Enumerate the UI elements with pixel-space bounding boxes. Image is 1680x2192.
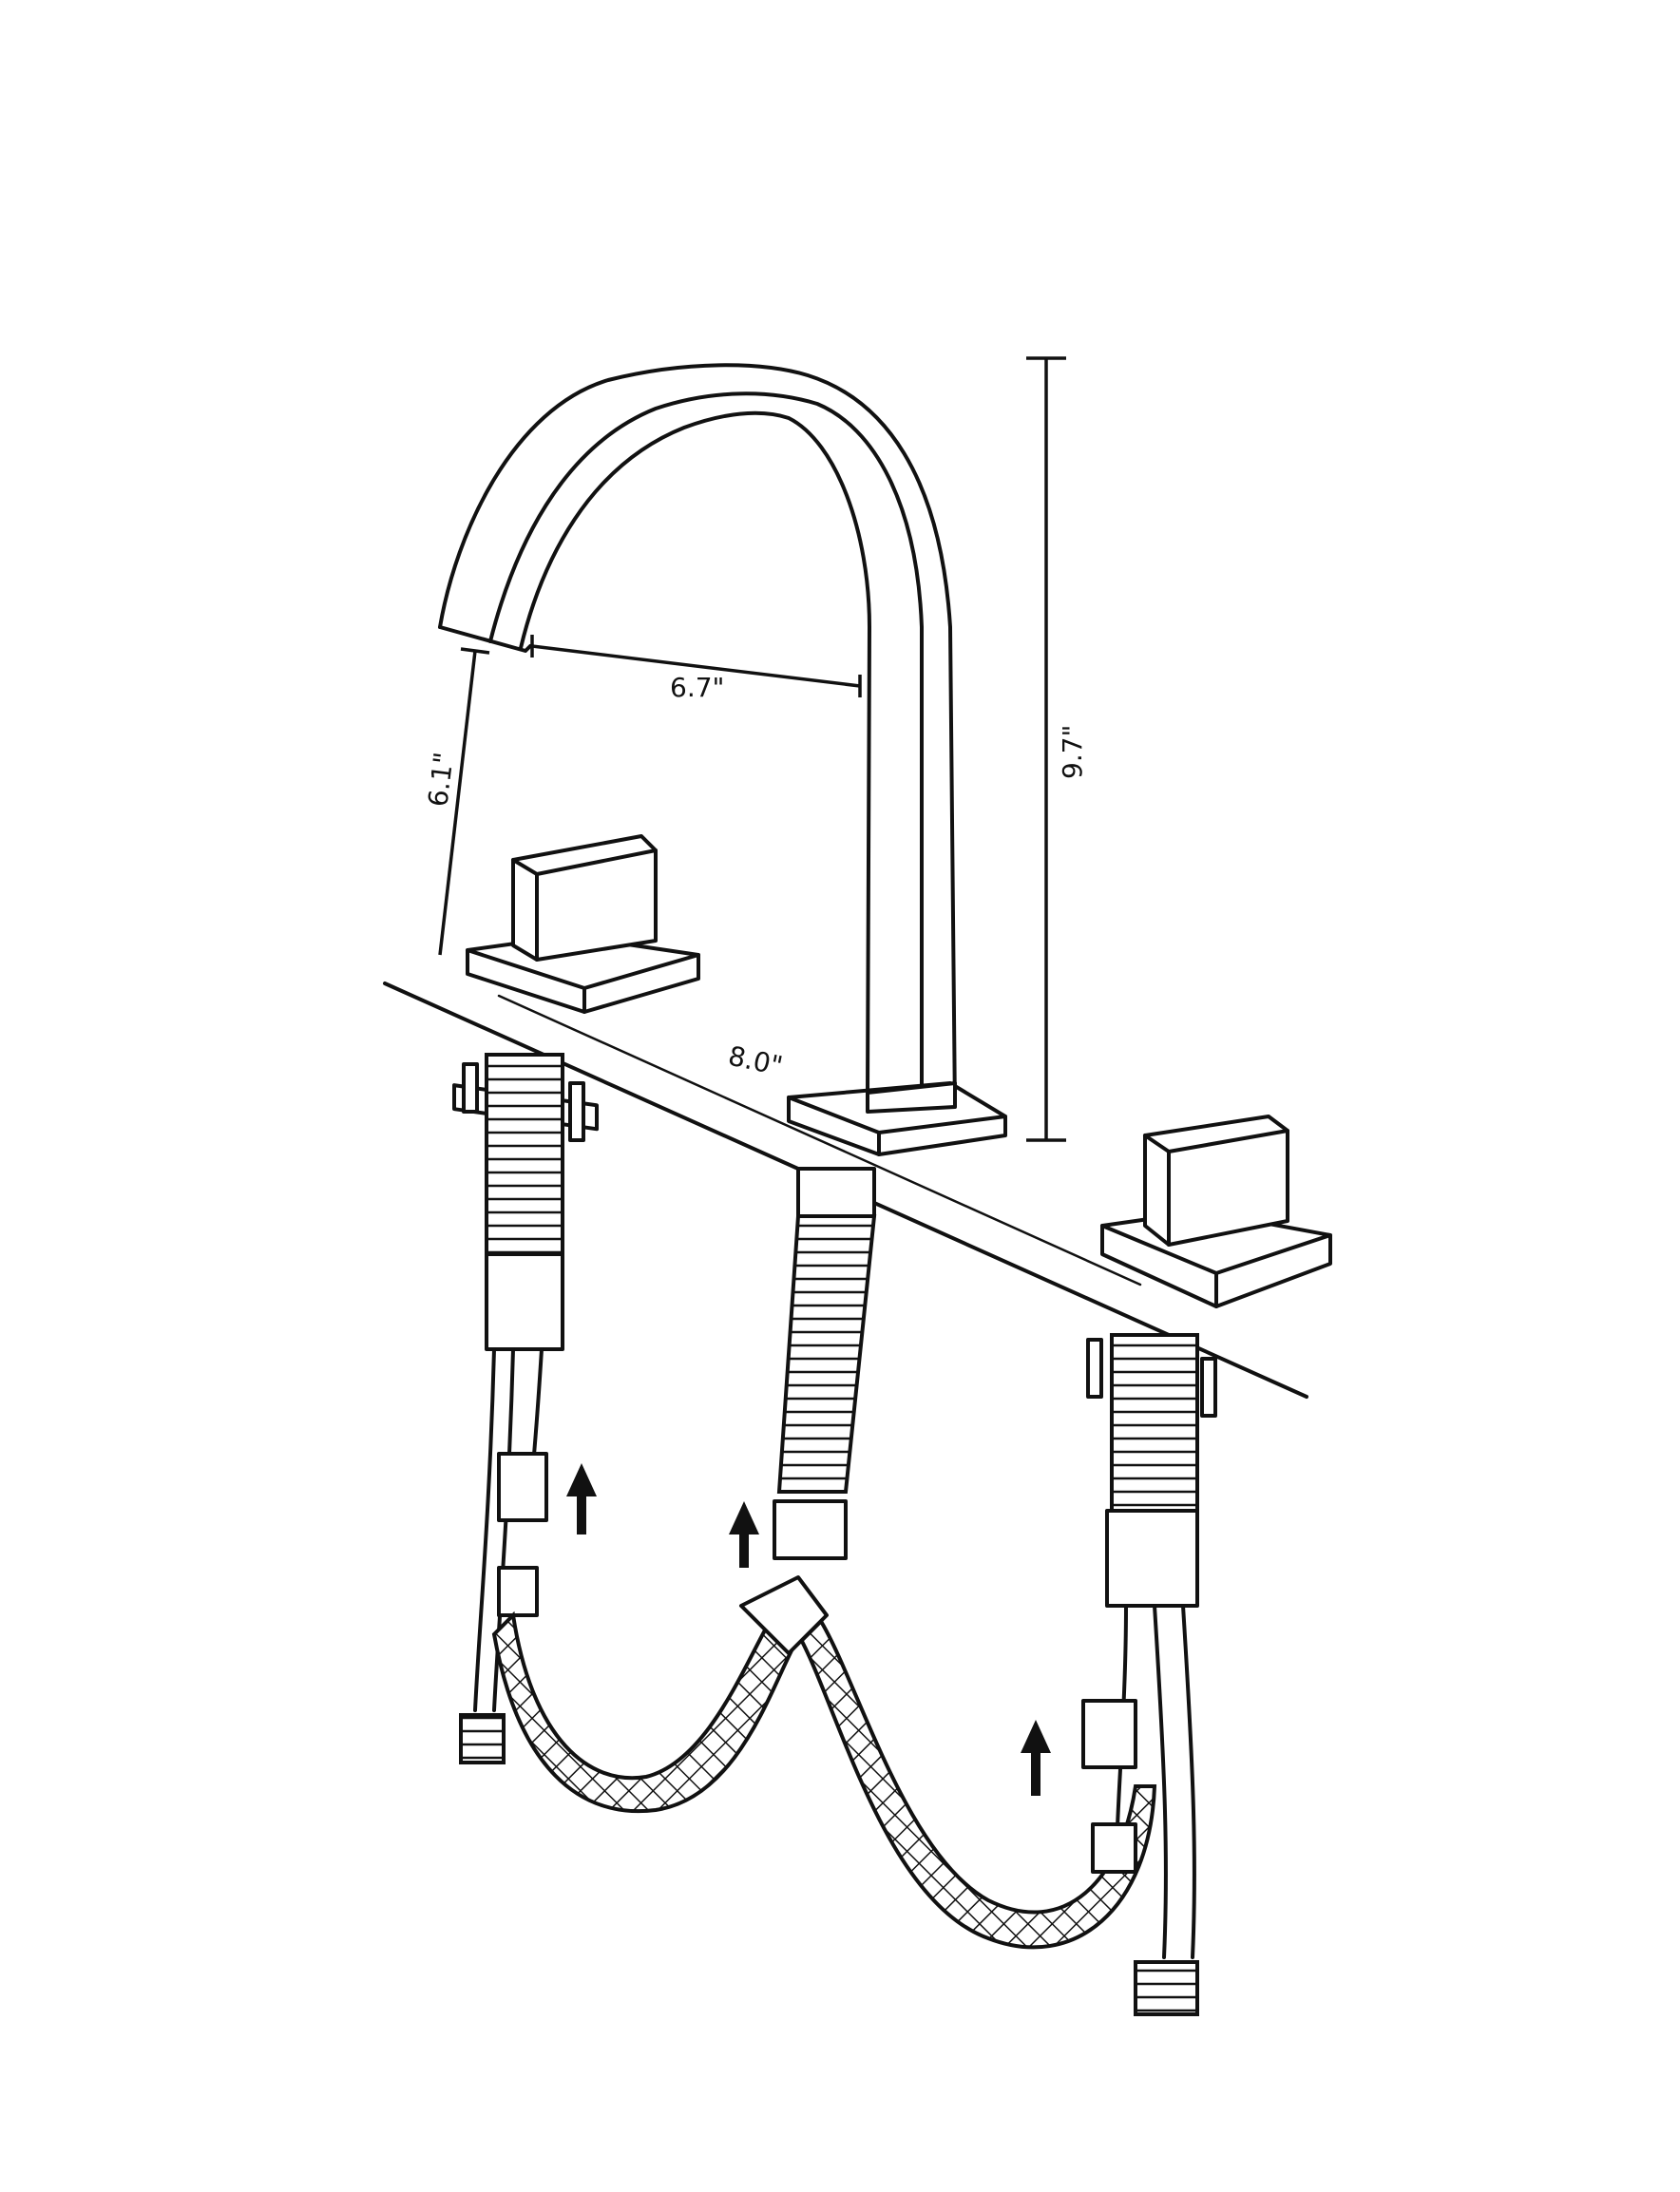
- dimension-spout-clearance: 6.1": [422, 647, 490, 956]
- label-handle-spacing: 8.0": [726, 1040, 786, 1082]
- spout-base: [787, 1081, 1007, 1156]
- left-valve-body: [485, 1053, 564, 1256]
- left-hose-nut: [497, 1452, 548, 1522]
- dimension-spout-reach: 6.7": [530, 635, 862, 703]
- spout-outer-edge: [438, 363, 957, 1114]
- center-valve-assembly: [773, 1167, 877, 1560]
- right-mount-bolt: [1086, 1338, 1103, 1399]
- left-hose-nut-2: [497, 1566, 539, 1617]
- label-spout-reach: 6.7": [670, 672, 724, 703]
- spout-inner-edge: [519, 410, 871, 1095]
- left-supply-connector: [459, 1713, 506, 1764]
- right-valve-sleeve: [1105, 1509, 1199, 1608]
- center-hose-nut: [773, 1499, 848, 1560]
- flow-arrow-center: [729, 1501, 759, 1568]
- left-valve-assembly: [452, 1053, 599, 1764]
- right-braided-hose: [795, 1611, 1157, 1950]
- center-mount-nut: [796, 1167, 876, 1218]
- right-hose-nut: [1081, 1699, 1137, 1769]
- right-valve-assembly: [1081, 1333, 1217, 2016]
- label-overall-height: 9.7": [1057, 725, 1088, 779]
- spout-mid-edge: [488, 391, 924, 1118]
- left-mount-bolt-2: [568, 1081, 585, 1142]
- dimension-handle-spacing: 8.0": [497, 994, 1142, 1287]
- center-riser: [776, 1214, 877, 1494]
- label-spout-clearance: 6.1": [422, 751, 460, 809]
- left-braided-hose: [491, 1593, 811, 1814]
- tee-connector: [739, 1575, 829, 1655]
- flow-arrow-right: [1021, 1720, 1051, 1796]
- right-handle: [1100, 1115, 1332, 1308]
- right-hose-nut-2: [1091, 1822, 1137, 1874]
- spout: [438, 363, 957, 1118]
- left-handle: [466, 834, 700, 1014]
- right-supply-connector: [1134, 1960, 1199, 2016]
- left-valve-sleeve: [485, 1252, 564, 1351]
- left-mount-bolt: [462, 1062, 479, 1114]
- spout-tip: [438, 625, 532, 653]
- right-mount-bolt-2: [1200, 1357, 1217, 1418]
- flow-arrow-left: [566, 1463, 597, 1534]
- dimension-overall-height: 9.7": [1026, 356, 1088, 1142]
- spout-column-foot: [866, 1081, 957, 1114]
